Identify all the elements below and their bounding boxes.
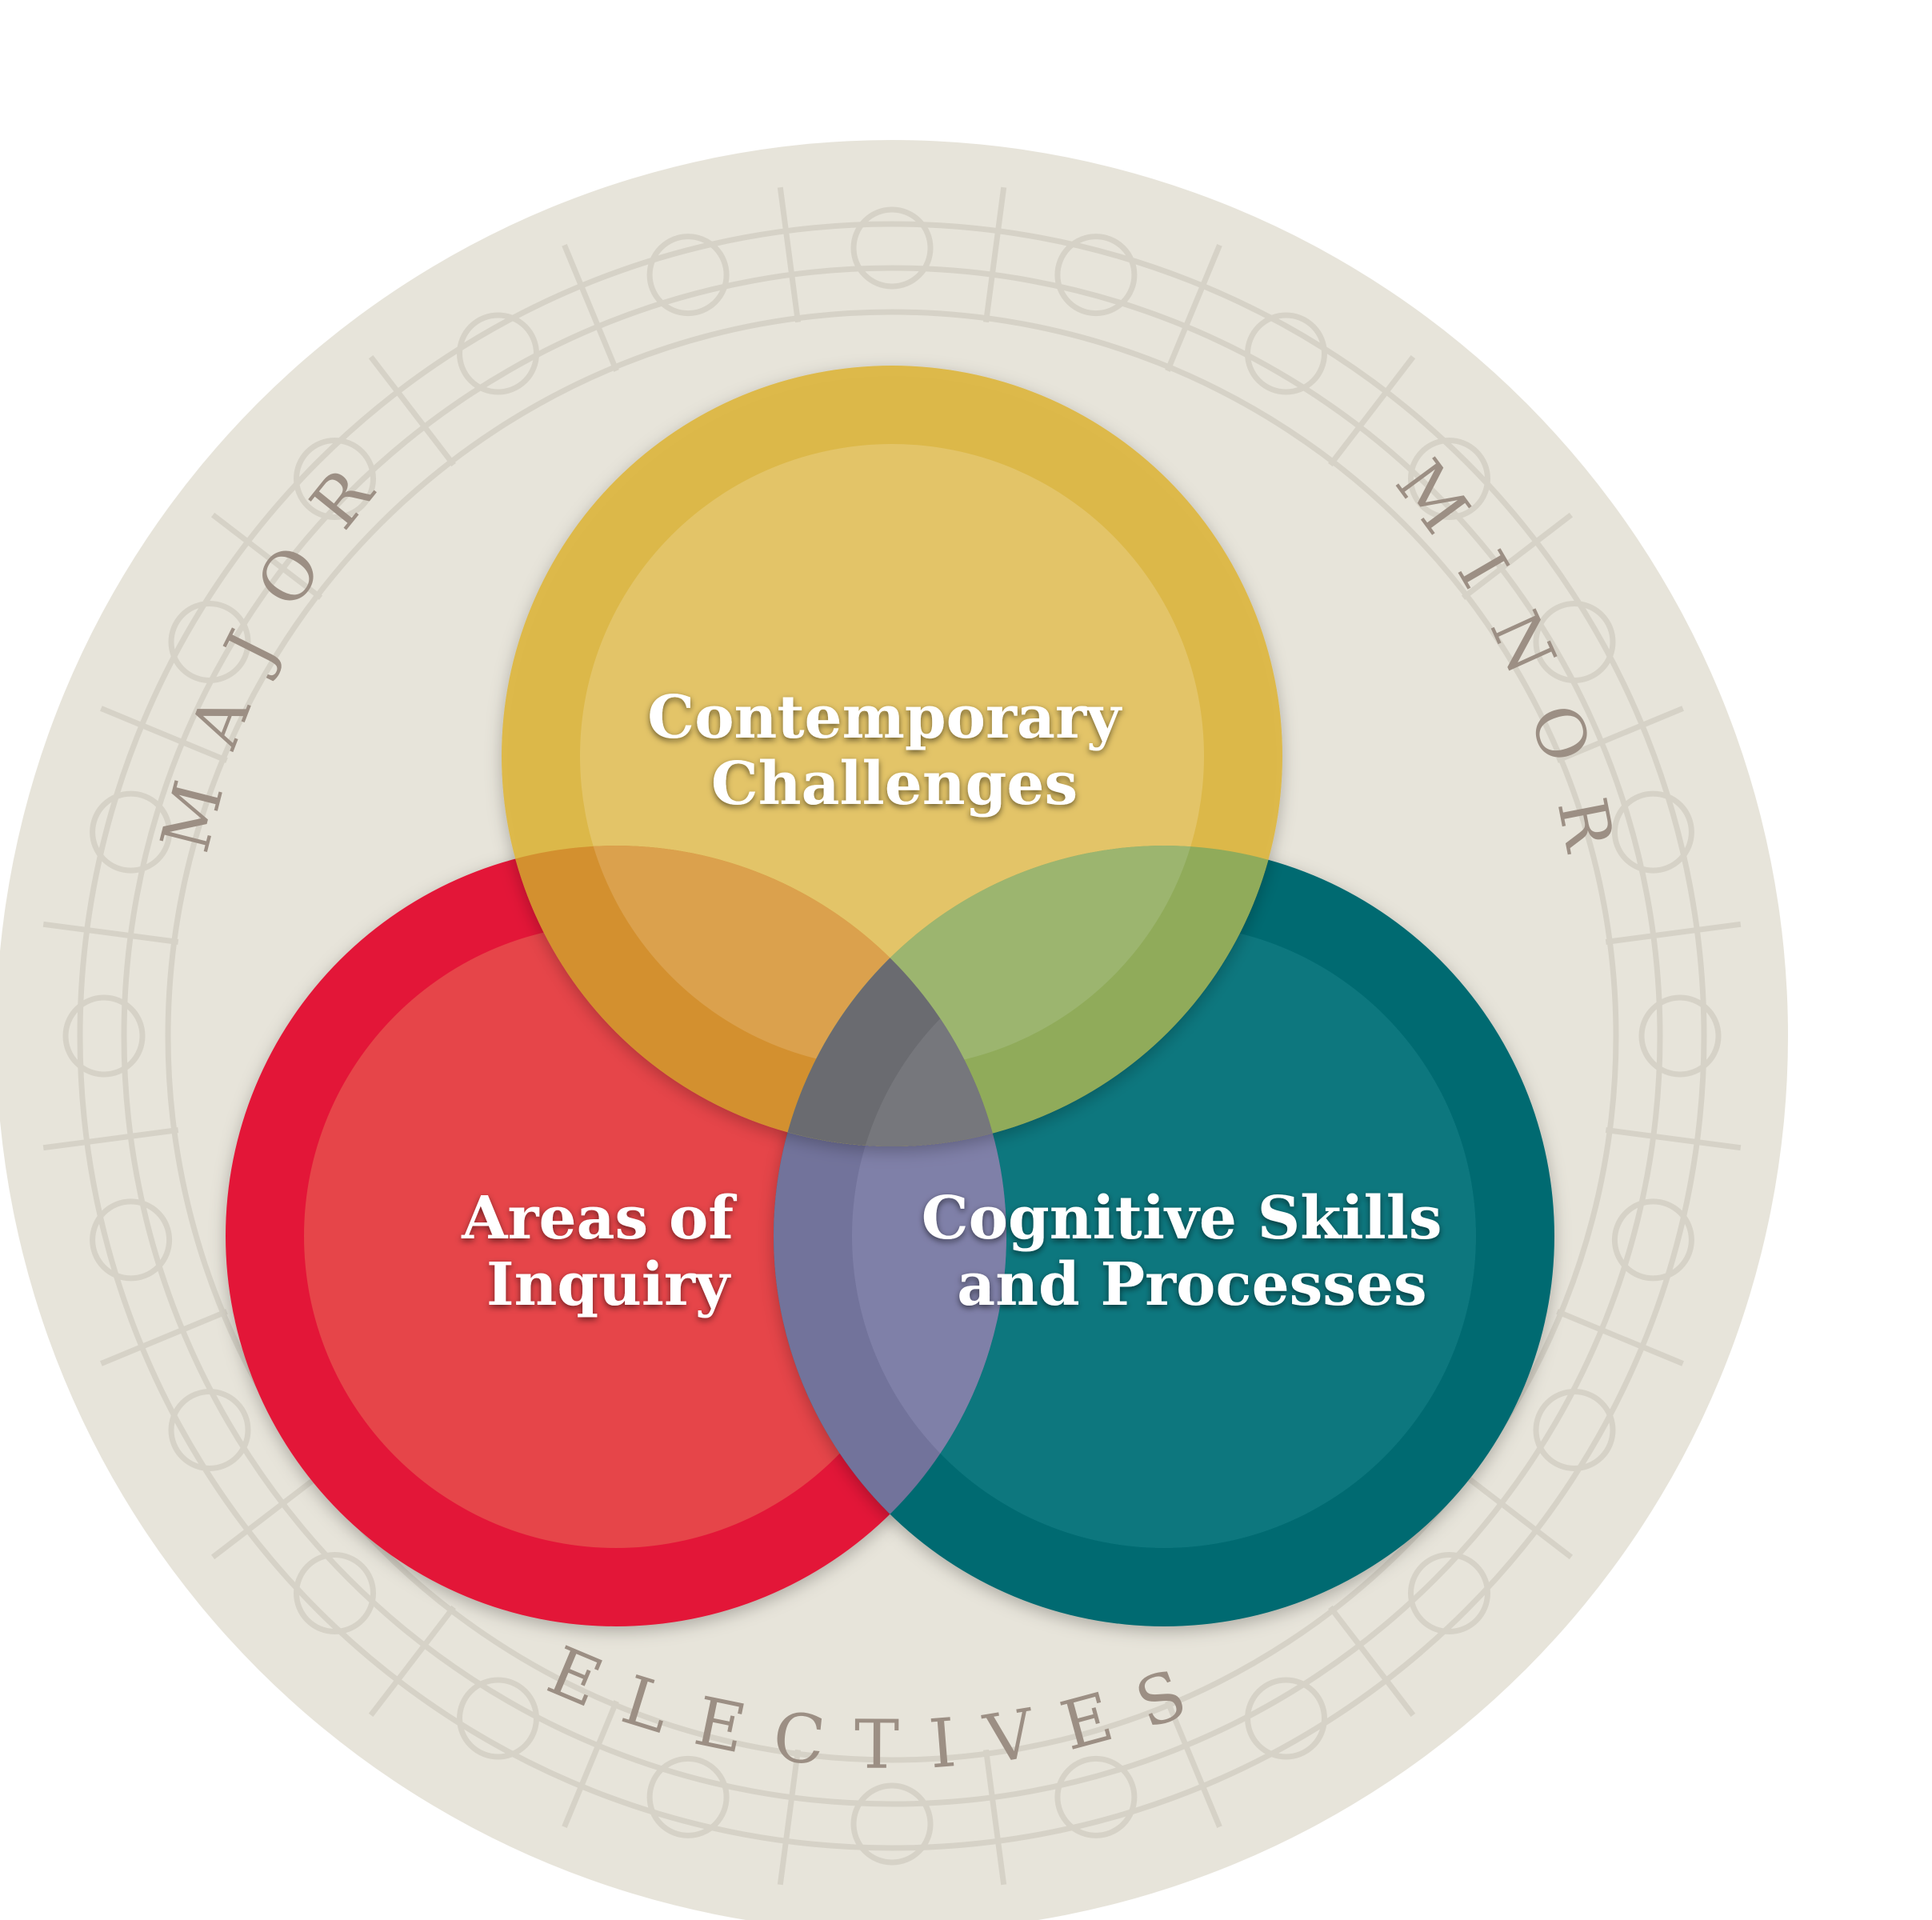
ornament-arch [1054,1755,1138,1838]
ornament-arch [646,234,730,317]
ornament-arch [646,1755,730,1838]
ornament-arch [1245,1677,1327,1760]
cognitive-skills-label: Cognitive Skills and Processes [922,1184,1463,1319]
ornament-arch [1533,1389,1616,1471]
ornament-post [777,1749,801,1886]
ornament-arch [294,438,376,520]
ornament-arch [457,312,539,395]
ornament-arch [850,1782,934,1866]
contemporary-challenges-label: Contemporary Challenges [647,683,1141,818]
ornament-post [562,244,619,372]
ornament-arch [1408,438,1490,520]
areas-of-inquiry-label: Areas of Inquiry [461,1184,754,1319]
ornament-post [1605,921,1742,945]
ornament-post [983,186,1007,323]
ornament-post [1461,512,1574,600]
overlap-top-left [502,846,1006,1146]
ornament-arch [1408,1552,1490,1634]
ornament-post [42,921,179,945]
ornament-post [1165,1700,1222,1828]
ornament-arch [1054,234,1138,317]
ornament-arch [1245,312,1327,395]
ornament-arch [168,1389,251,1471]
ornament-post [210,512,323,600]
ornament-post [100,706,228,763]
ornament-arch [1611,790,1694,874]
ornament-arch [1611,1198,1694,1282]
ornament-post [562,1700,619,1828]
overlap-top-right [774,846,1282,1146]
ornament-post [42,1127,179,1151]
ornament-post [777,186,801,323]
ornament-arch [90,790,173,874]
ornament-arch [850,206,934,290]
ornament-post [1165,244,1222,372]
ornament-arch [168,601,251,683]
ornament-arch [294,1552,376,1634]
ornament-arch [62,994,146,1078]
ornament-post [1556,706,1684,763]
ornament-post [1328,354,1416,467]
ornament-post [1605,1127,1742,1151]
ornament-pattern [42,186,1742,1886]
ornament-post [1328,1605,1416,1718]
ornament-post [1556,1309,1684,1366]
ornament-post [1461,1472,1574,1560]
ornament-post [100,1309,228,1366]
ornament-arch [90,1198,173,1282]
ornament-post [210,1472,323,1560]
ornament-post [368,354,456,467]
ornament-arch [1638,994,1722,1078]
ornament-arch [1533,601,1616,683]
ornament-post [983,1749,1007,1886]
ornament-arch [457,1677,539,1760]
ornament-post [368,1605,456,1718]
